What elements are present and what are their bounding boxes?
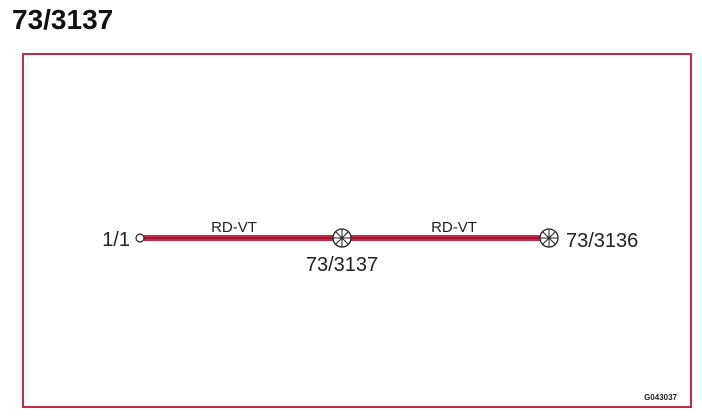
node-label-start: 1/1	[102, 229, 130, 251]
node-label-end: 73/3136	[566, 230, 638, 252]
terminal-start-icon	[135, 233, 145, 243]
wire-label-1: RD-VT	[211, 219, 257, 236]
splice-mid-icon	[332, 228, 352, 248]
node-label-mid: 73/3137	[306, 254, 378, 276]
diagram-frame	[22, 53, 692, 408]
reference-code: G043037	[644, 393, 677, 402]
wire-label-2: RD-VT	[431, 219, 477, 236]
page-title: 73/3137	[12, 4, 114, 35]
splice-end-icon	[539, 228, 559, 248]
